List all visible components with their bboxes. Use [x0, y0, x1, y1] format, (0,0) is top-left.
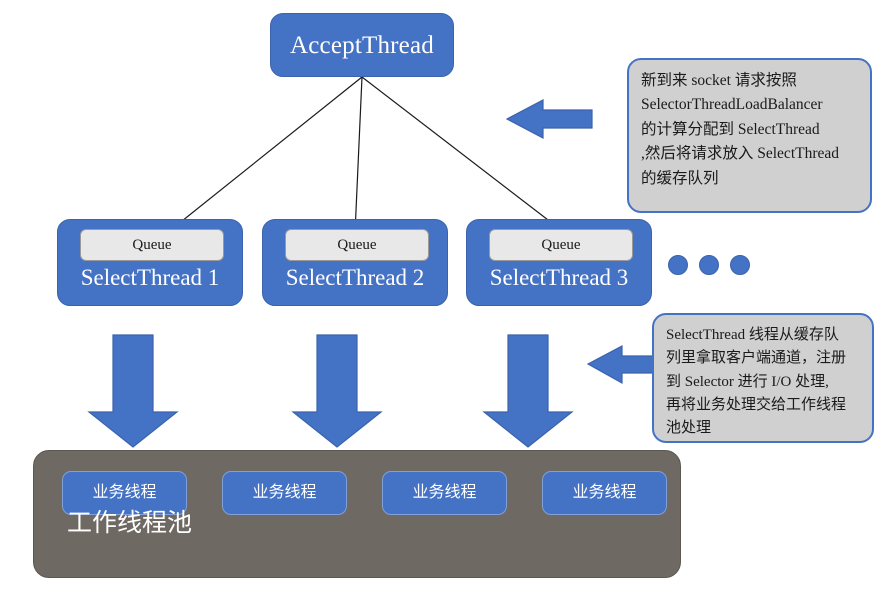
select-thread-box-1[interactable]: Queue SelectThread 1 [57, 219, 243, 306]
select-thread-box-2[interactable]: Queue SelectThread 2 [262, 219, 448, 306]
queue-box-2[interactable]: Queue [285, 229, 429, 261]
connector-accept-to-queue-1 [166, 76, 363, 234]
worker-thread-box-1[interactable]: 业务线程 [62, 471, 187, 515]
select-thread-box-3[interactable]: Queue SelectThread 3 [466, 219, 652, 306]
select-thread-label-3: SelectThread 3 [489, 265, 629, 290]
accept-thread-label: AcceptThread [290, 31, 434, 59]
ellipsis-dots-icon [668, 253, 750, 277]
worker-thread-label-1: 业务线程 [92, 484, 157, 501]
worker-thread-label-3: 业务线程 [412, 484, 477, 501]
queue-label-1: Queue [132, 236, 172, 253]
annotation-note-2-text: SelectThread 线程从缓存队 列里拿取客户端通道，注册 到 Selec… [666, 327, 847, 436]
dot-3 [730, 255, 750, 275]
queue-label-3: Queue [541, 236, 581, 253]
accept-thread-box[interactable]: AcceptThread [270, 13, 454, 77]
down-arrow-3 [482, 334, 574, 448]
queue-box-1[interactable]: Queue [80, 229, 224, 261]
select-thread-label-2: SelectThread 2 [285, 265, 425, 290]
worker-thread-label-4: 业务线程 [572, 484, 637, 501]
annotation-note-1: 新到来 socket 请求按照 SelectorThreadLoadBalanc… [627, 58, 872, 213]
left-arrow-icon-1 [505, 99, 593, 139]
annotation-note-2: SelectThread 线程从缓存队 列里拿取客户端通道，注册 到 Selec… [652, 313, 874, 443]
down-arrow-1 [87, 334, 179, 448]
worker-thread-box-3[interactable]: 业务线程 [382, 471, 507, 515]
queue-box-3[interactable]: Queue [489, 229, 633, 261]
dot-2 [699, 255, 719, 275]
worker-thread-label-2: 业务线程 [252, 484, 317, 501]
select-thread-label-1: SelectThread 1 [80, 265, 220, 290]
worker-thread-pool[interactable]: 业务线程 业务线程 业务线程 业务线程 工作线程池 [33, 450, 681, 578]
dot-1 [668, 255, 688, 275]
worker-thread-box-2[interactable]: 业务线程 [222, 471, 347, 515]
worker-thread-box-4[interactable]: 业务线程 [542, 471, 667, 515]
queue-label-2: Queue [337, 236, 377, 253]
connector-accept-to-queue-3 [361, 76, 566, 234]
worker-thread-pool-label: 工作线程池 [67, 509, 193, 537]
annotation-note-1-text: 新到来 socket 请求按照 SelectorThreadLoadBalanc… [641, 72, 840, 187]
connector-accept-to-queue-2 [351, 76, 363, 234]
down-arrow-2 [291, 334, 383, 448]
